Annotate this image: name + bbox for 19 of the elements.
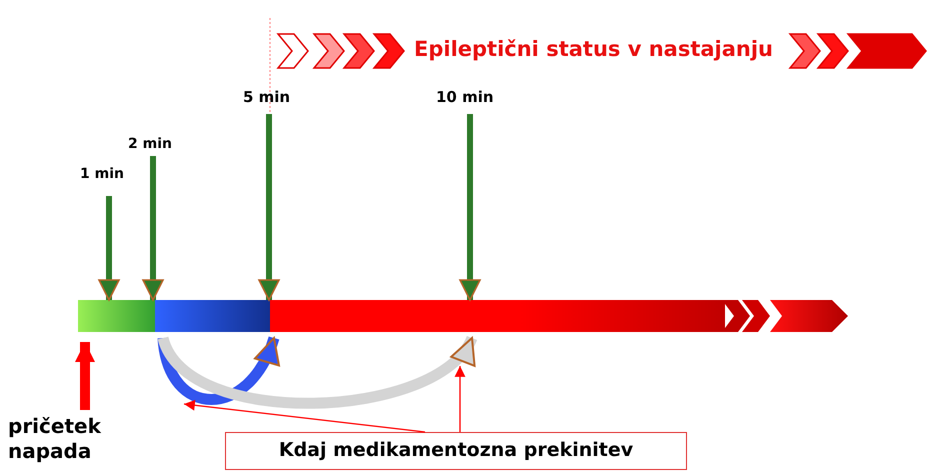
arrow [98, 196, 120, 301]
arrow [75, 342, 95, 410]
time-label: 10 min [436, 88, 508, 108]
arrow [158, 336, 280, 405]
leader-line [184, 400, 426, 433]
arrow [459, 114, 481, 301]
callout-box: Kdaj medikamentozna prekinitev [225, 432, 687, 470]
time-label: 5 min [243, 88, 305, 108]
arrow [142, 156, 164, 301]
arrow [258, 114, 280, 301]
time-label: 1 min [80, 166, 138, 184]
banner-title: Epileptični status v nastajanju [414, 37, 773, 61]
timeline-segment [78, 300, 155, 332]
timeline-segment [270, 300, 725, 332]
timeline-segment [155, 300, 270, 332]
onset-label: pričetek napada [8, 414, 128, 472]
time-label: 2 min [128, 136, 186, 154]
arrow [158, 335, 477, 409]
leader-line [454, 366, 466, 432]
